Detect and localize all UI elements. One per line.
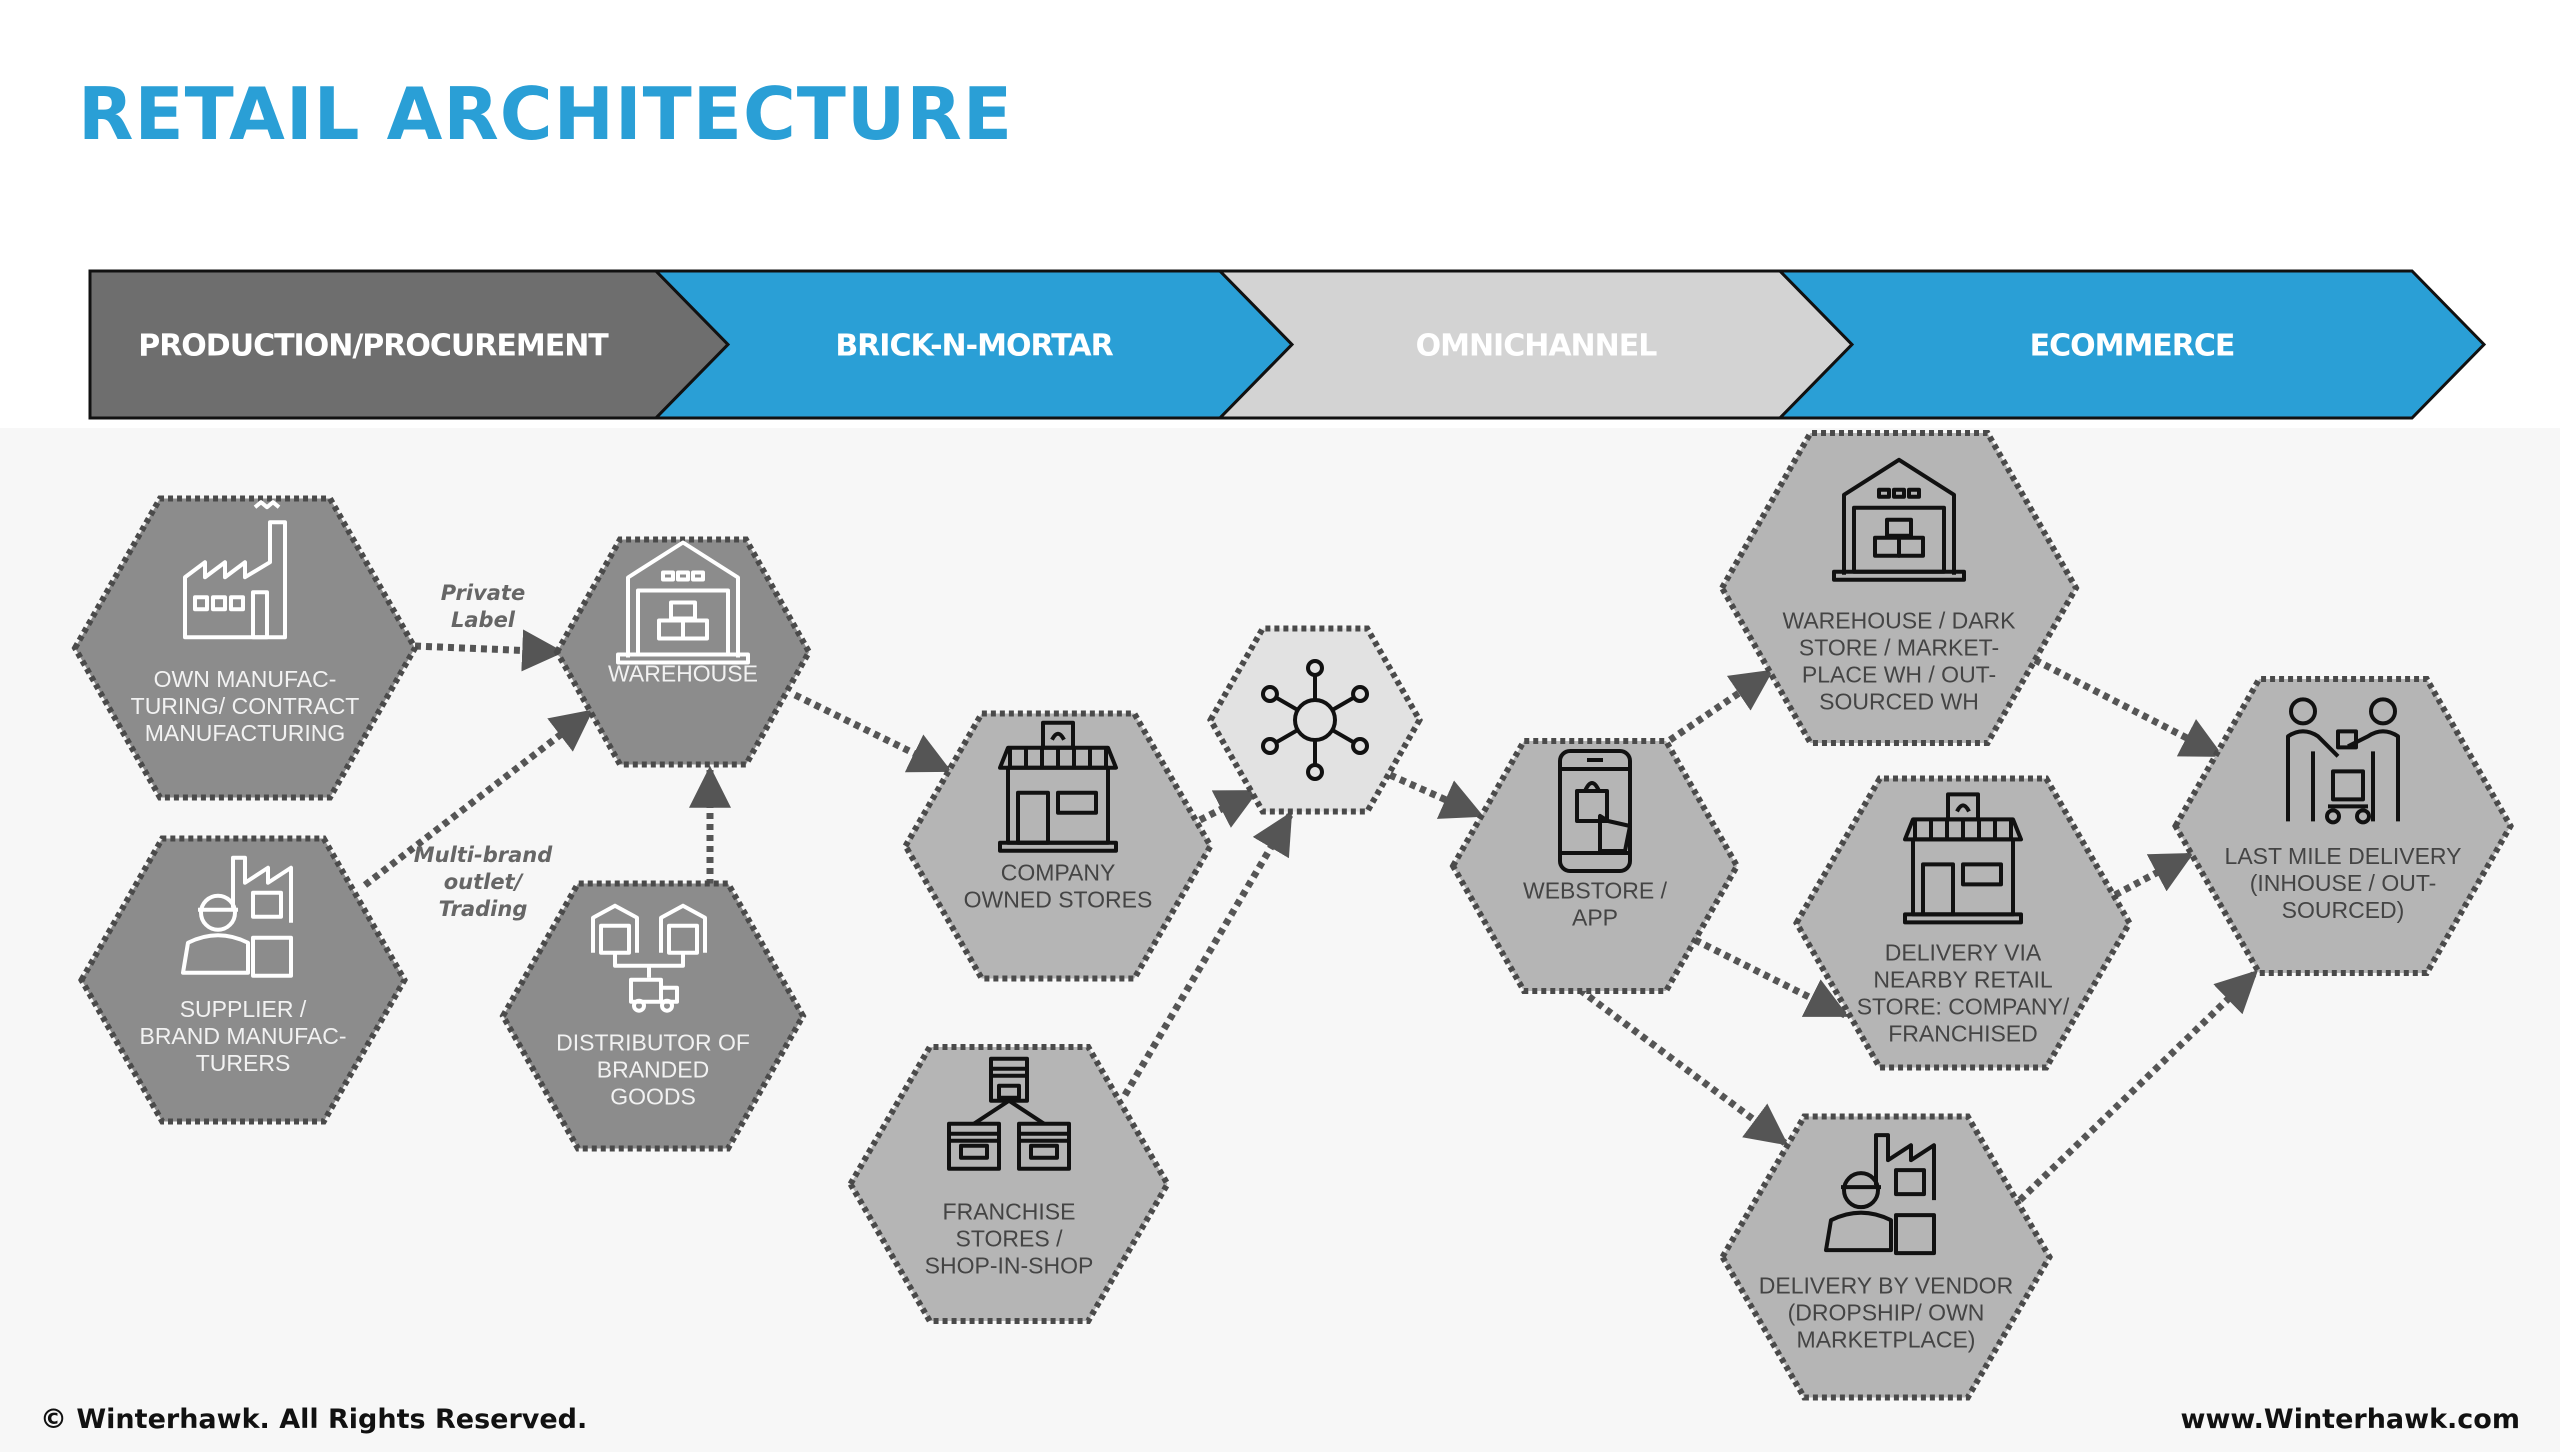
node-label-line: DELIVERY VIA: [1885, 940, 2042, 966]
edge-label-line: Trading: [439, 897, 528, 921]
hexagon-shape: [1207, 625, 1423, 815]
node-label-line: COMPANY: [1001, 859, 1116, 885]
diagram-background: [0, 428, 2560, 1452]
stage-production-procurement: PRODUCTION/PROCUREMENT: [88, 269, 731, 420]
chevron-shape: [1776, 269, 2487, 420]
stage-omnichannel: OMNICHANNEL: [1216, 269, 1855, 420]
node-label-line: SUPPLIER /: [180, 996, 307, 1022]
node-label-line: MARKETPLACE): [1797, 1327, 1976, 1353]
node-label-line: MANUFACTURING: [145, 720, 346, 746]
flow-nodes: OWN MANUFAC-TURING/ CONTRACTMANUFACTURIN…: [71, 430, 2514, 1401]
node-label-line: OWN MANUFAC-: [154, 666, 337, 692]
hexagon-shape: [553, 536, 813, 768]
node-label-line: PLACE WH / OUT-: [1802, 661, 1996, 687]
flow-arrows: [362, 629, 2259, 1203]
node-label-line: OWNED STORES: [964, 886, 1153, 912]
node-label-line: LAST MILE DELIVERY: [2225, 843, 2462, 869]
node-label-line: TURING/ CONTRACT: [131, 693, 360, 719]
hexagon-shape: [499, 880, 807, 1152]
edge-label-multi-brand: Multi-brand outlet/Trading: [414, 843, 554, 921]
flow-arrow: [362, 709, 594, 888]
hexagon-shape: [1718, 430, 2080, 746]
store-icon: [998, 720, 1118, 853]
node-own-manufacturing: OWN MANUFAC-TURING/ CONTRACTMANUFACTURIN…: [71, 495, 419, 801]
edge-label-line: outlet/: [444, 870, 525, 894]
website-link[interactable]: www.Winterhawk.com: [2180, 1404, 2520, 1435]
hexagon-shape: [2172, 676, 2514, 976]
page-title: RETAIL ARCHITECTURE: [78, 72, 1013, 156]
supplier-icon: [1824, 1133, 1936, 1256]
mobile-shopping-icon: [1558, 749, 1632, 873]
flow-arrow: [414, 629, 565, 672]
flow-arrow: [2033, 656, 2224, 759]
node-label-line: WAREHOUSE: [608, 660, 758, 686]
stage-label: PRODUCTION/PROCUREMENT: [138, 329, 609, 364]
distribution-icon: [591, 903, 707, 1013]
edge-label-line: Multi-brand: [414, 843, 554, 867]
hexagon-shape: [1719, 1113, 2053, 1401]
hexagon-shape: [847, 1044, 1171, 1324]
hexagon-shape: [1449, 738, 1741, 994]
stage-label: OMNICHANNEL: [1416, 329, 1658, 364]
flow-arrow: [1577, 987, 1789, 1146]
node-supplier: SUPPLIER /BRAND MANUFAC-TURERS: [78, 835, 408, 1125]
hexagon-shape: [71, 495, 419, 801]
node-label-line: DISTRIBUTOR OF: [556, 1029, 750, 1055]
node-label-line: (INHOUSE / OUT-: [2250, 870, 2437, 896]
node-label-line: SOURCED WH: [1819, 688, 1979, 714]
warehouse-icon: [616, 540, 750, 665]
factory-icon: [183, 500, 287, 640]
node-vendor: DELIVERY BY VENDOR(DROPSHIP/ OWNMARKETPL…: [1719, 1113, 2053, 1401]
node-label-line: SHOP-IN-SHOP: [925, 1253, 1094, 1279]
copyright-notice: © Winterhawk. All Rights Reserved.: [40, 1404, 588, 1435]
node-label-line: SOURCED): [2282, 897, 2405, 923]
stage-banner: PRODUCTION/PROCUREMENT BRICK-N-MORTAR OMNI…: [88, 269, 2487, 420]
warehouse-icon: [1832, 457, 1966, 582]
node-label-line: TURERS: [196, 1050, 291, 1076]
node-label-line: STORE / MARKET-: [1799, 634, 1999, 660]
flow-arrow: [1668, 669, 1774, 743]
stage-brick-n-mortar: BRICK-N-MORTAR: [652, 269, 1295, 420]
hexagon-shape: [902, 710, 1214, 982]
supplier-icon: [181, 855, 293, 978]
node-label-line: DELIVERY BY VENDOR: [1759, 1273, 2013, 1299]
node-label-line: WEBSTORE /: [1523, 878, 1668, 904]
node-label-line: FRANCHISE: [943, 1199, 1076, 1225]
node-label-line: NEARBY RETAIL: [1873, 967, 2053, 993]
node-label-line: APP: [1572, 905, 1618, 931]
node-label-line: STORE: COMPANY/: [1857, 994, 2070, 1020]
node-hub: [1207, 625, 1423, 815]
node-label-line: (DROPSHIP/ OWN: [1788, 1300, 1985, 1326]
stage-ecommerce: ECOMMERCE: [1776, 269, 2487, 420]
edge-label-line: Private: [441, 581, 525, 605]
node-label-line: GOODS: [610, 1083, 696, 1109]
node-label-line: FRANCHISED: [1888, 1021, 2038, 1047]
hexagon-shape: [78, 835, 408, 1125]
stage-label: ECOMMERCE: [2030, 329, 2235, 364]
stage-label: BRICK-N-MORTAR: [835, 329, 1113, 364]
franchise-icon: [947, 1056, 1071, 1171]
flow-arrow: [1388, 771, 1484, 819]
node-label-line: BRANDED: [597, 1056, 709, 1082]
node-label-line: STORES /: [956, 1226, 1064, 1252]
delivery-people-icon: [2286, 697, 2400, 825]
node-last-mile: LAST MILE DELIVERY(INHOUSE / OUT-SOURCED…: [2172, 676, 2514, 976]
node-warehouse: WAREHOUSE: [553, 536, 813, 768]
flow-arrow: [1693, 936, 1849, 1019]
store-icon: [1903, 792, 2023, 925]
node-label-line: WAREHOUSE / DARK: [1782, 607, 2016, 633]
node-label-line: BRAND MANUFAC-: [139, 1023, 346, 1049]
node-webstore: WEBSTORE /APP: [1449, 738, 1741, 994]
edge-label-line: Label: [451, 608, 516, 632]
network-hub-icon: [1260, 659, 1370, 781]
flow-arrow: [2113, 851, 2194, 899]
